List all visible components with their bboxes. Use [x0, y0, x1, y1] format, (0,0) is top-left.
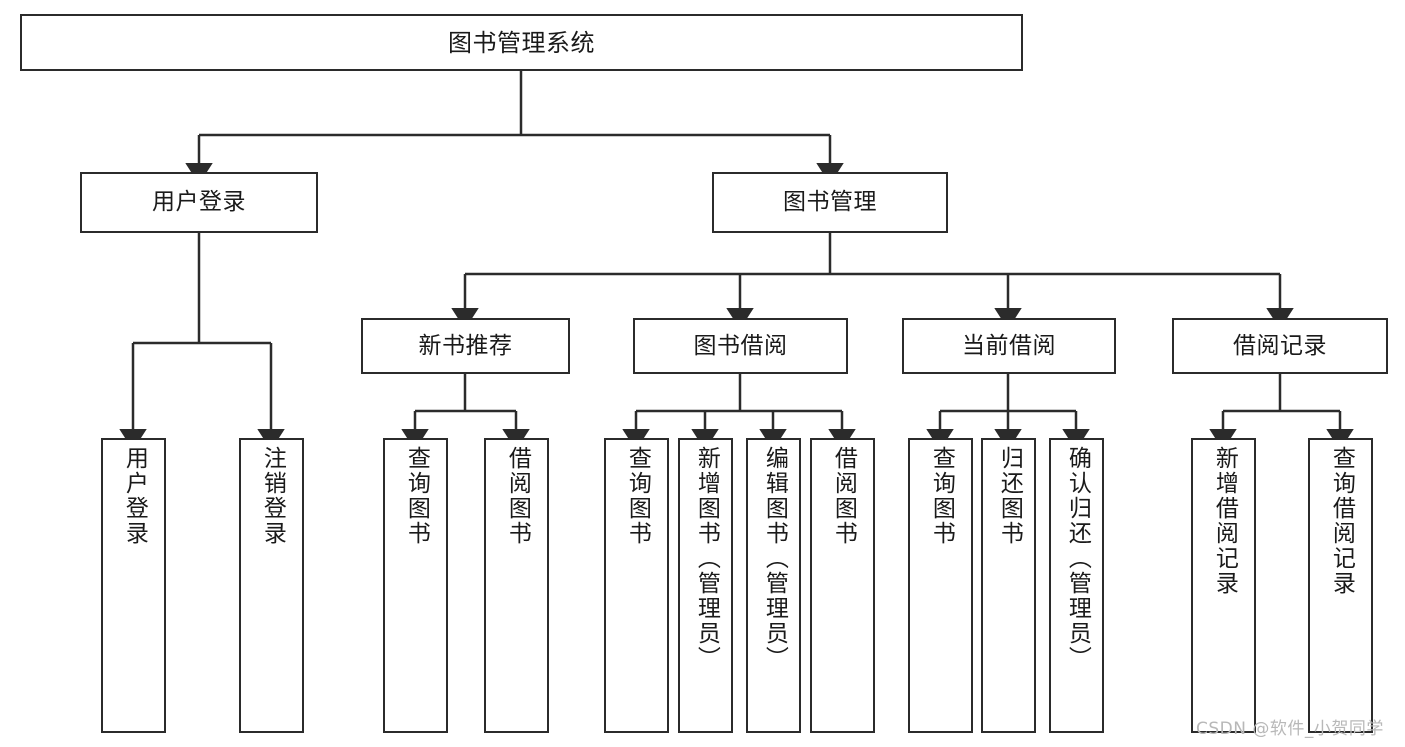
- node-label: 用户登录: [152, 189, 246, 215]
- node-leaf-borrow-book-1[interactable]: 借阅图书: [484, 438, 549, 733]
- node-borrow-record[interactable]: 借阅记录: [1172, 318, 1388, 374]
- node-new-book-recommend[interactable]: 新书推荐: [361, 318, 570, 374]
- node-label: 借阅记录: [1233, 332, 1327, 359]
- node-label: 注销登录: [259, 446, 286, 546]
- node-user-login[interactable]: 用户登录: [80, 172, 318, 233]
- node-leaf-borrow-book-2[interactable]: 借阅图书: [810, 438, 875, 733]
- node-label: 归还图书: [996, 446, 1023, 546]
- node-label: 当前借阅: [962, 332, 1056, 359]
- node-label: 编辑图书（管理员）: [761, 446, 788, 671]
- node-label: 图书管理系统: [448, 28, 595, 57]
- node-label: 新书推荐: [418, 332, 513, 359]
- node-label: 查询图书: [624, 446, 651, 546]
- node-leaf-logout-login[interactable]: 注销登录: [239, 438, 304, 733]
- node-label: 借阅图书: [504, 446, 531, 546]
- node-label: 图书借阅: [693, 332, 788, 359]
- node-leaf-return-book[interactable]: 归还图书: [981, 438, 1036, 733]
- node-label: 新增借阅记录: [1211, 446, 1238, 596]
- node-leaf-query-book-2[interactable]: 查询图书: [604, 438, 669, 733]
- node-label: 确认归还（管理员）: [1064, 446, 1091, 671]
- node-label: 查询借阅记录: [1328, 446, 1355, 596]
- node-leaf-edit-book[interactable]: 编辑图书（管理员）: [746, 438, 801, 733]
- node-leaf-user-login[interactable]: 用户登录: [101, 438, 166, 733]
- node-leaf-query-book-1[interactable]: 查询图书: [383, 438, 448, 733]
- node-label: 新增图书（管理员）: [693, 446, 720, 671]
- node-leaf-query-record[interactable]: 查询借阅记录: [1308, 438, 1373, 733]
- node-book-borrow[interactable]: 图书借阅: [633, 318, 848, 374]
- node-current-borrow[interactable]: 当前借阅: [902, 318, 1116, 374]
- node-leaf-add-book[interactable]: 新增图书（管理员）: [678, 438, 733, 733]
- node-label: 图书管理: [783, 189, 877, 215]
- node-book-management[interactable]: 图书管理: [712, 172, 948, 233]
- node-root-system[interactable]: 图书管理系统: [20, 14, 1023, 71]
- node-leaf-query-book-3[interactable]: 查询图书: [908, 438, 973, 733]
- node-label: 查询图书: [403, 446, 430, 546]
- node-label: 用户登录: [121, 446, 148, 546]
- node-leaf-add-record[interactable]: 新增借阅记录: [1191, 438, 1256, 733]
- node-label: 借阅图书: [830, 446, 857, 546]
- node-leaf-confirm-return[interactable]: 确认归还（管理员）: [1049, 438, 1104, 733]
- node-label: 查询图书: [928, 446, 955, 546]
